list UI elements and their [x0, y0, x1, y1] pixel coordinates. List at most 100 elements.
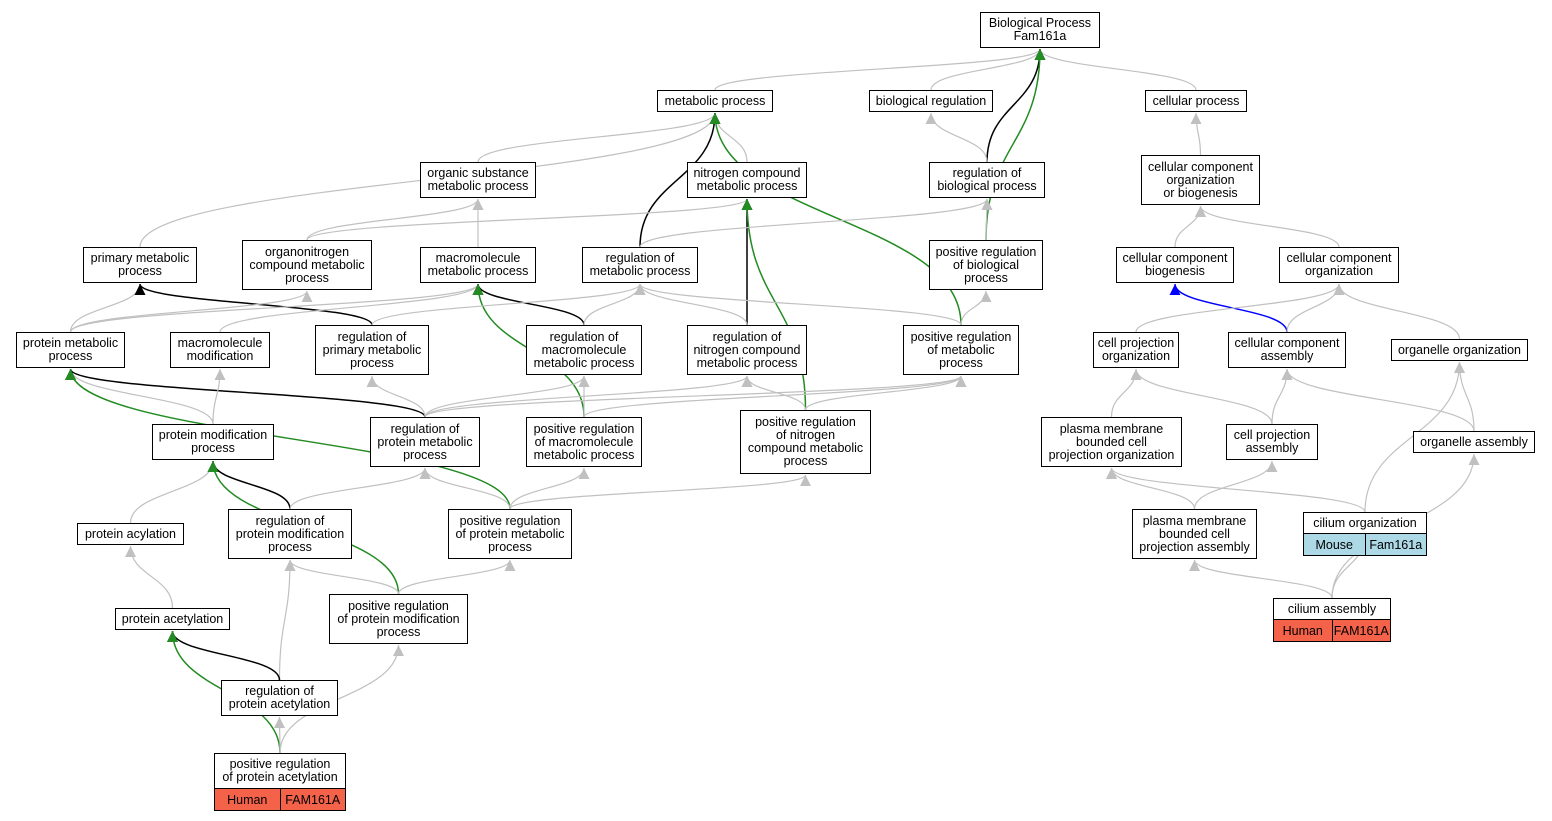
edge-cpo-to-cco — [1135, 283, 1345, 333]
edge-pmbcpo-to-cpo — [1110, 368, 1142, 418]
edge-prprotmp-to-prncmp — [509, 474, 811, 510]
go-term-breg[interactable]: biological regulation — [869, 90, 993, 112]
go-term-pacet[interactable]: protein acetylation — [115, 608, 230, 630]
gene-tag: Fam161a — [1364, 534, 1427, 555]
edge-rpmodp-to-rprotmp — [289, 467, 431, 510]
edge-rpmodp-to-pmodp — [207, 460, 291, 510]
edge-pacet-to-pacyl — [125, 545, 174, 609]
edge-oncmp-to-osmp — [306, 198, 484, 241]
go-term-co[interactable]: cilium organization — [1303, 512, 1427, 534]
go-term-rpmp[interactable]: regulation of primary metabolic process — [315, 325, 429, 375]
edge-oo-to-cco — [1333, 283, 1461, 340]
edge-rprotmp-to-prmp — [424, 375, 967, 418]
edge-breg-to-bp — [930, 48, 1046, 91]
go-term-pprmodp[interactable]: positive regulation of protein modificat… — [329, 594, 468, 644]
edge-pacyl-to-pmodp — [129, 460, 219, 524]
go-term-ncmp[interactable]: nitrogen compound metabolic process — [687, 162, 807, 198]
edge-cp-to-bp — [1034, 48, 1197, 91]
annotation-tag-row: Mouse Fam161a — [1303, 534, 1427, 556]
edge-co-to-pmbcpo — [1106, 467, 1366, 513]
edge-prprotmp-to-rprotmp — [419, 467, 511, 510]
go-term-ccb[interactable]: cellular component biogenesis — [1116, 247, 1234, 283]
edge-pmbcpa-to-pmbcpo — [1106, 467, 1196, 510]
species-tag: Human — [1282, 623, 1323, 638]
go-term-oa[interactable]: organelle assembly — [1413, 431, 1535, 453]
go-term-pmbcpa[interactable]: plasma membrane bounded cell projection … — [1132, 509, 1257, 559]
edge-rpmp-to-rmp — [371, 283, 646, 326]
edge-oncmp-to-ncmp — [306, 198, 753, 241]
edge-prbp-to-rbp — [981, 198, 993, 241]
edge-prncmp-to-prmp — [804, 375, 967, 411]
edge-prprotmp-to-prmmp — [509, 467, 590, 510]
edge-rprotmp-to-rncmp — [424, 375, 753, 418]
edge-rbp-to-breg — [925, 112, 988, 163]
go-term-mmod[interactable]: macromolecule modification — [170, 332, 270, 368]
go-term-ca[interactable]: cilium assembly — [1273, 598, 1391, 620]
go-term-oo[interactable]: organelle organization — [1391, 339, 1528, 361]
edge-ca-to-pmbcpa — [1189, 559, 1333, 599]
species-tag: Human — [227, 792, 268, 807]
go-term-rpacet[interactable]: regulation of protein acetylation — [221, 680, 338, 716]
go-term-rncmp[interactable]: regulation of nitrogen compound metaboli… — [687, 325, 807, 375]
go-term-pmodp[interactable]: protein modification process — [152, 424, 274, 460]
go-term-cpo[interactable]: cell projection organization — [1093, 332, 1179, 368]
go-term-rprotmp[interactable]: regulation of protein metabolic process — [370, 417, 480, 467]
edge-prncmp-to-ncmp — [741, 198, 807, 411]
edge-ccb-to-ccob — [1174, 205, 1206, 248]
edge-prmp-to-prbp — [960, 290, 992, 326]
edge-pprmodp-to-prprotmp — [397, 559, 516, 595]
edge-co-to-oo — [1364, 361, 1465, 513]
edge-prprotmp-to-protmp — [65, 368, 511, 510]
go-term-rbp[interactable]: regulation of biological process — [929, 162, 1045, 198]
edge-rprotmp-to-protmp — [65, 368, 426, 418]
edge-rmp-to-mp — [639, 112, 721, 248]
edge-rbp-to-bp — [986, 48, 1046, 163]
edge-mmod-to-mmp — [219, 283, 484, 333]
edge-rpacet-to-rpmodp — [278, 559, 296, 681]
go-term-mp[interactable]: metabolic process — [657, 90, 773, 112]
go-term-prmp[interactable]: positive regulation of metabolic process — [903, 325, 1019, 375]
edge-oa-to-cca — [1281, 368, 1475, 432]
species-tag: Mouse — [1315, 537, 1354, 552]
go-term-prpacet[interactable]: positive regulation of protein acetylati… — [214, 753, 346, 789]
edge-prpacet-to-pprmodp — [279, 644, 404, 754]
go-term-rmp[interactable]: regulation of metabolic process — [582, 247, 698, 283]
go-term-prbp[interactable]: positive regulation of biological proces… — [929, 240, 1043, 290]
edge-pmodp-to-mmod — [212, 368, 226, 425]
go-term-mmp[interactable]: macromolecule metabolic process — [420, 247, 536, 283]
go-term-cp[interactable]: cellular process — [1145, 90, 1247, 112]
go-term-prprotmp[interactable]: positive regulation of protein metabolic… — [448, 509, 572, 559]
edge-pprmodp-to-rpmodp — [284, 559, 400, 595]
edge-ccob-to-cp — [1190, 112, 1202, 156]
go-term-prncmp[interactable]: positive regulation of nitrogen compound… — [740, 410, 871, 474]
go-term-protmp[interactable]: protein metabolic process — [16, 332, 125, 368]
go-term-rmmp[interactable]: regulation of macromolecule metabolic pr… — [526, 325, 642, 375]
go-term-pacyl[interactable]: protein acylation — [77, 523, 184, 545]
edge-pmbcpa-to-cpa — [1193, 460, 1278, 510]
edge-cpa-to-cca — [1271, 368, 1293, 425]
go-term-prmmp[interactable]: positive regulation of macromolecule met… — [526, 417, 642, 467]
go-term-cca[interactable]: cellular component assembly — [1228, 332, 1346, 368]
go-term-pmbcpo[interactable]: plasma membrane bounded cell projection … — [1041, 417, 1182, 467]
edge-rprotmp-to-rmmp — [424, 375, 590, 418]
go-term-ccob[interactable]: cellular component organization or bioge… — [1141, 155, 1260, 205]
edge-cpa-to-cpo — [1130, 368, 1273, 425]
go-term-cco[interactable]: cellular component organization — [1279, 247, 1399, 283]
go-term-rpmodp[interactable]: regulation of protein modification proce… — [228, 509, 352, 559]
edge-protmp-to-mmp — [69, 283, 484, 333]
edge-rpacet-to-pacet — [167, 630, 281, 681]
go-term-pmp[interactable]: primary metabolic process — [83, 247, 197, 283]
edge-osmp-to-mp — [477, 112, 721, 163]
go-term-bp[interactable]: Biological Process Fam161a — [980, 12, 1100, 48]
go-term-cpa[interactable]: cell projection assembly — [1226, 424, 1318, 460]
edge-prmp-to-mp — [709, 112, 962, 326]
edge-pmodp-to-protmp — [65, 368, 214, 425]
edge-cca-to-ccb — [1169, 283, 1288, 333]
edge-protmp-to-oncmp — [69, 290, 313, 333]
edge-prbp-to-bp — [985, 48, 1046, 241]
go-term-osmp[interactable]: organic substance metabolic process — [420, 162, 536, 198]
go-term-oncmp[interactable]: organonitrogen compound metabolic proces… — [242, 240, 372, 290]
edge-rprotmp-to-rpmp — [366, 375, 426, 418]
